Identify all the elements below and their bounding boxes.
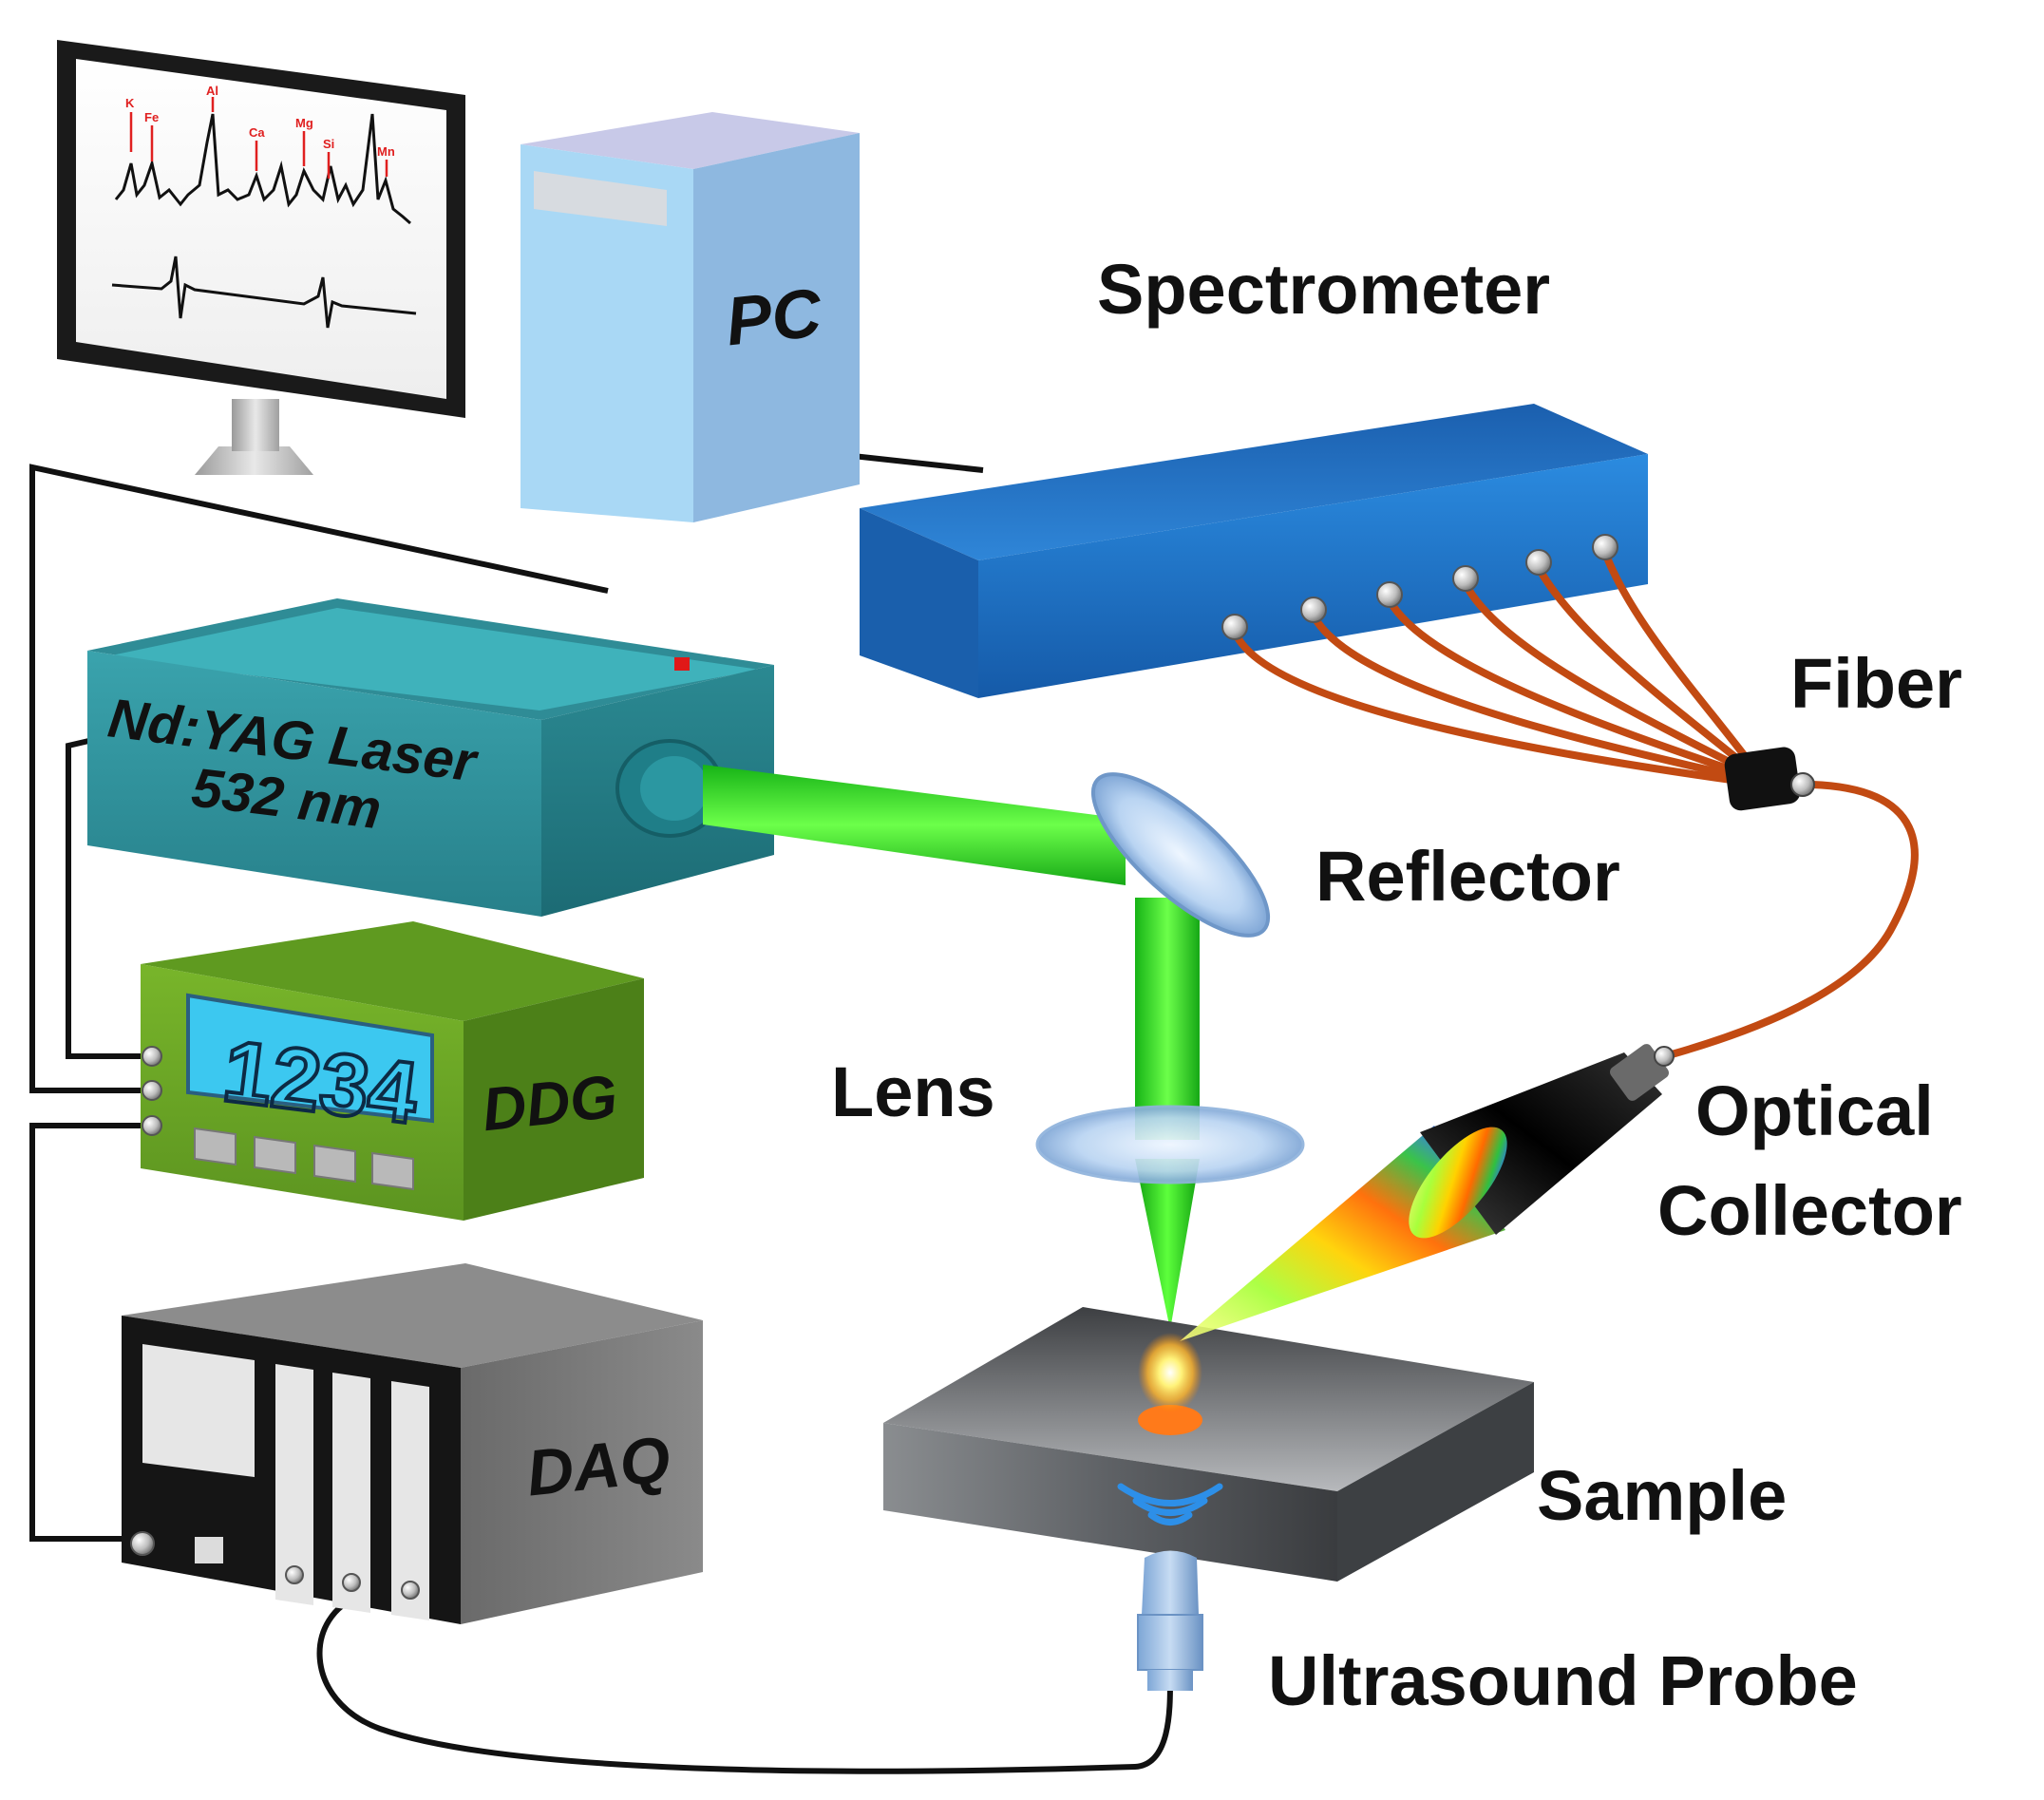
pc-front — [520, 144, 693, 522]
laser-beam — [703, 765, 1200, 1330]
daq-side — [461, 1320, 703, 1624]
ddg-buttons — [194, 1127, 414, 1191]
marker-fe: Fe — [144, 110, 159, 124]
spectrometer: Spectrometer — [860, 250, 1648, 698]
ultrasound-wave-icon — [1117, 1483, 1223, 1525]
marker-k: K — [125, 96, 135, 110]
sample-top — [883, 1307, 1534, 1491]
ultrasound-probe: Ultrasound Probe — [1137, 1550, 1858, 1720]
spectrometer-top — [860, 404, 1648, 560]
fiber-bundle — [1231, 549, 1919, 1058]
cable-monitor-spectrometer — [29, 464, 609, 1093]
daq-system: DAQ — [122, 1263, 703, 1624]
sample-label: Sample — [1537, 1456, 1787, 1535]
collector-lens-face — [1409, 1127, 1507, 1239]
ddg-delay-generator: 1234 DDG — [141, 921, 644, 1221]
optical-collector-label-line2: Collector — [1657, 1171, 1962, 1250]
ddg-display — [186, 993, 434, 1124]
ddg-button-3[interactable] — [313, 1144, 356, 1184]
monitor-stand-neck — [232, 399, 279, 451]
reflector-label: Reflector — [1315, 837, 1620, 916]
laser-top-inner — [103, 608, 760, 711]
pc-tower: PC — [520, 112, 860, 522]
daq-port-main — [130, 1531, 155, 1556]
fiber-label: Fiber — [1790, 644, 1962, 723]
probe-tip — [1142, 1550, 1199, 1615]
collector-port — [1654, 1046, 1675, 1067]
daq-switch[interactable] — [195, 1537, 223, 1563]
spectrometer-left-side — [860, 508, 978, 698]
nd-yag-laser: Nd:YAG Laser 532 nm — [87, 598, 774, 917]
laser-indicator-light — [674, 657, 690, 671]
daq-port-1 — [285, 1565, 304, 1584]
monitor-screen — [76, 59, 446, 399]
pc-top — [520, 112, 860, 169]
probe-connector — [1147, 1670, 1193, 1691]
ddg-button-4[interactable] — [371, 1151, 414, 1191]
ddg-top — [141, 921, 644, 1021]
daq-port-2 — [342, 1573, 361, 1592]
daq-card-slot-3 — [391, 1381, 429, 1620]
laser-front — [87, 651, 541, 917]
pc-drive-bay — [534, 171, 667, 226]
focusing-lens: Lens — [831, 1052, 1305, 1184]
lens-label: Lens — [831, 1052, 995, 1131]
daq-card-slot-1 — [275, 1364, 313, 1605]
pc-side — [693, 133, 860, 522]
fiber-to-collector — [1668, 781, 1919, 1058]
marker-al: Al — [206, 84, 218, 98]
lens-disc — [1035, 1105, 1305, 1184]
monitor-spectrum-trace — [114, 113, 411, 225]
sample-side — [1337, 1382, 1534, 1582]
monitor-ultrasound-trace — [111, 256, 417, 329]
daq-card-slot-2 — [332, 1373, 370, 1613]
ddg-ports — [142, 1046, 162, 1136]
plasma-glow — [1138, 1333, 1202, 1412]
daq-screen — [142, 1344, 255, 1477]
reflector: Reflector — [1090, 772, 1620, 938]
sample-ablation-spot — [1138, 1405, 1202, 1435]
marker-mg: Mg — [295, 116, 313, 130]
probe-body — [1137, 1614, 1203, 1671]
ddg-button-2[interactable] — [254, 1135, 296, 1175]
ddg-side — [464, 978, 644, 1221]
optical-collector-label-line1: Optical — [1695, 1071, 1934, 1150]
sample-front — [883, 1423, 1337, 1582]
laser-beam-vertical — [1135, 898, 1200, 1140]
plasma-light-cone — [1180, 1126, 1505, 1341]
marker-mn: Mn — [377, 144, 395, 159]
daq-label: DAQ — [523, 1423, 673, 1509]
reflector-mirror — [1090, 772, 1271, 938]
spectrometer-label: Spectrometer — [1097, 250, 1550, 329]
daq-top — [122, 1263, 703, 1368]
cable-ddg-daq — [29, 1123, 141, 1542]
marker-si: Si — [323, 137, 334, 151]
fiber-connector — [1724, 747, 1815, 811]
daq-port-3 — [401, 1581, 420, 1600]
pc-label: PC — [723, 275, 826, 360]
cable-pc-spectrometer — [852, 453, 984, 473]
spectrometer-front — [978, 454, 1648, 698]
laser-aperture-inner — [640, 756, 709, 821]
ultrasound-probe-label: Ultrasound Probe — [1268, 1641, 1858, 1720]
laser-beam-focus-cone — [1135, 1159, 1200, 1330]
monitor-stand-base — [195, 446, 313, 475]
laser-beam-horizontal — [703, 765, 1126, 885]
ddg-label: DDG — [479, 1062, 620, 1144]
ddg-button-1[interactable] — [194, 1127, 237, 1166]
monitor-element-markers — [129, 97, 388, 179]
spectrometer-ports — [1221, 534, 1618, 640]
monitor: K Fe Al Ca Mg Si Mn — [57, 40, 465, 475]
marker-ca: Ca — [249, 125, 265, 140]
cable-daq-probe — [316, 1593, 1173, 1774]
sample-stage: Sample — [883, 1307, 1787, 1582]
optical-collector: Optical Collector — [1409, 1044, 1962, 1250]
plasma-emission — [1138, 1126, 1505, 1412]
monitor-element-labels: K Fe Al Ca Mg Si Mn — [125, 84, 395, 159]
